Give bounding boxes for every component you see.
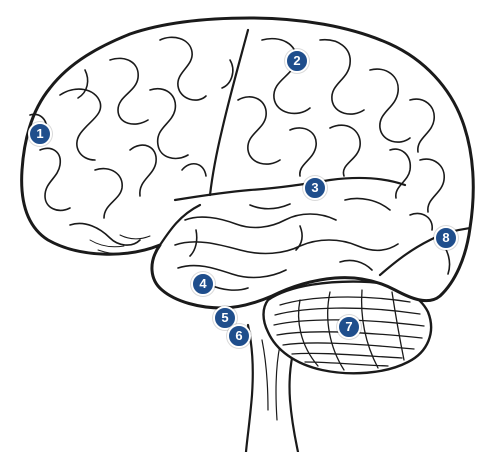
sulci-major [158, 28, 472, 277]
marker-7[interactable]: 7 [337, 315, 361, 339]
gyri [29, 36, 451, 291]
marker-4[interactable]: 4 [191, 272, 215, 296]
marker-8[interactable]: 8 [434, 226, 458, 250]
marker-3[interactable]: 3 [303, 176, 327, 200]
marker-1[interactable]: 1 [28, 122, 52, 146]
marker-2[interactable]: 2 [285, 49, 309, 73]
marker-6[interactable]: 6 [227, 324, 251, 348]
cerebrum-outline [20, 16, 475, 310]
